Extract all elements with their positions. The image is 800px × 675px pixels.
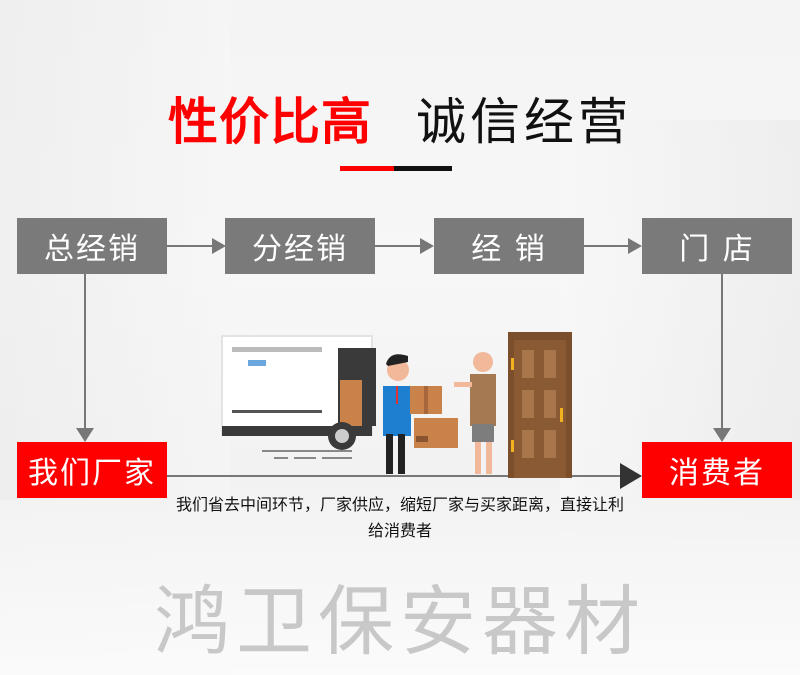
- flow-description: 我们省去中间环节，厂家供应，缩短厂家与买家距离，直接让利给消费者: [175, 495, 624, 540]
- headline-underline: [340, 166, 452, 171]
- box-consumer: 消费者: [642, 442, 792, 498]
- delivery-illustration: [221, 332, 572, 478]
- customer-icon: [454, 352, 496, 474]
- underline-black-segment: [394, 166, 452, 171]
- connector-line-1: [167, 245, 213, 247]
- box-sub-distributor: 分经销: [225, 218, 375, 274]
- door-icon: [508, 332, 572, 478]
- box-our-factory: 我们厂家: [17, 442, 167, 498]
- truck-icon: [221, 335, 376, 459]
- box-general-distributor: 总经销: [17, 218, 167, 274]
- box-store: 门 店: [642, 218, 792, 274]
- arrow-right-icon: [620, 463, 642, 489]
- arrow-right-icon: [212, 238, 226, 254]
- connector-vertical-right: [721, 274, 723, 428]
- brand-watermark: 鸿卫保安器材: [154, 577, 646, 666]
- direct-connector-line: [167, 475, 622, 477]
- headline-text: 诚信经营: [416, 93, 632, 151]
- arrow-right-icon: [420, 238, 434, 254]
- courier-icon: [383, 354, 411, 474]
- arrow-right-icon: [628, 238, 642, 254]
- background-panel-bottom: [0, 500, 800, 675]
- headline: 性价比高诚信经营: [0, 82, 800, 154]
- connector-vertical-left: [84, 274, 86, 428]
- box-distributor: 经 销: [434, 218, 584, 274]
- arrow-down-icon: [76, 428, 94, 442]
- arrow-down-icon: [713, 428, 731, 442]
- connector-line-3: [584, 245, 629, 247]
- connector-line-2: [375, 245, 421, 247]
- package-icon: [410, 386, 458, 448]
- underline-red-segment: [340, 166, 394, 171]
- headline-highlight: 性价比高: [168, 93, 372, 151]
